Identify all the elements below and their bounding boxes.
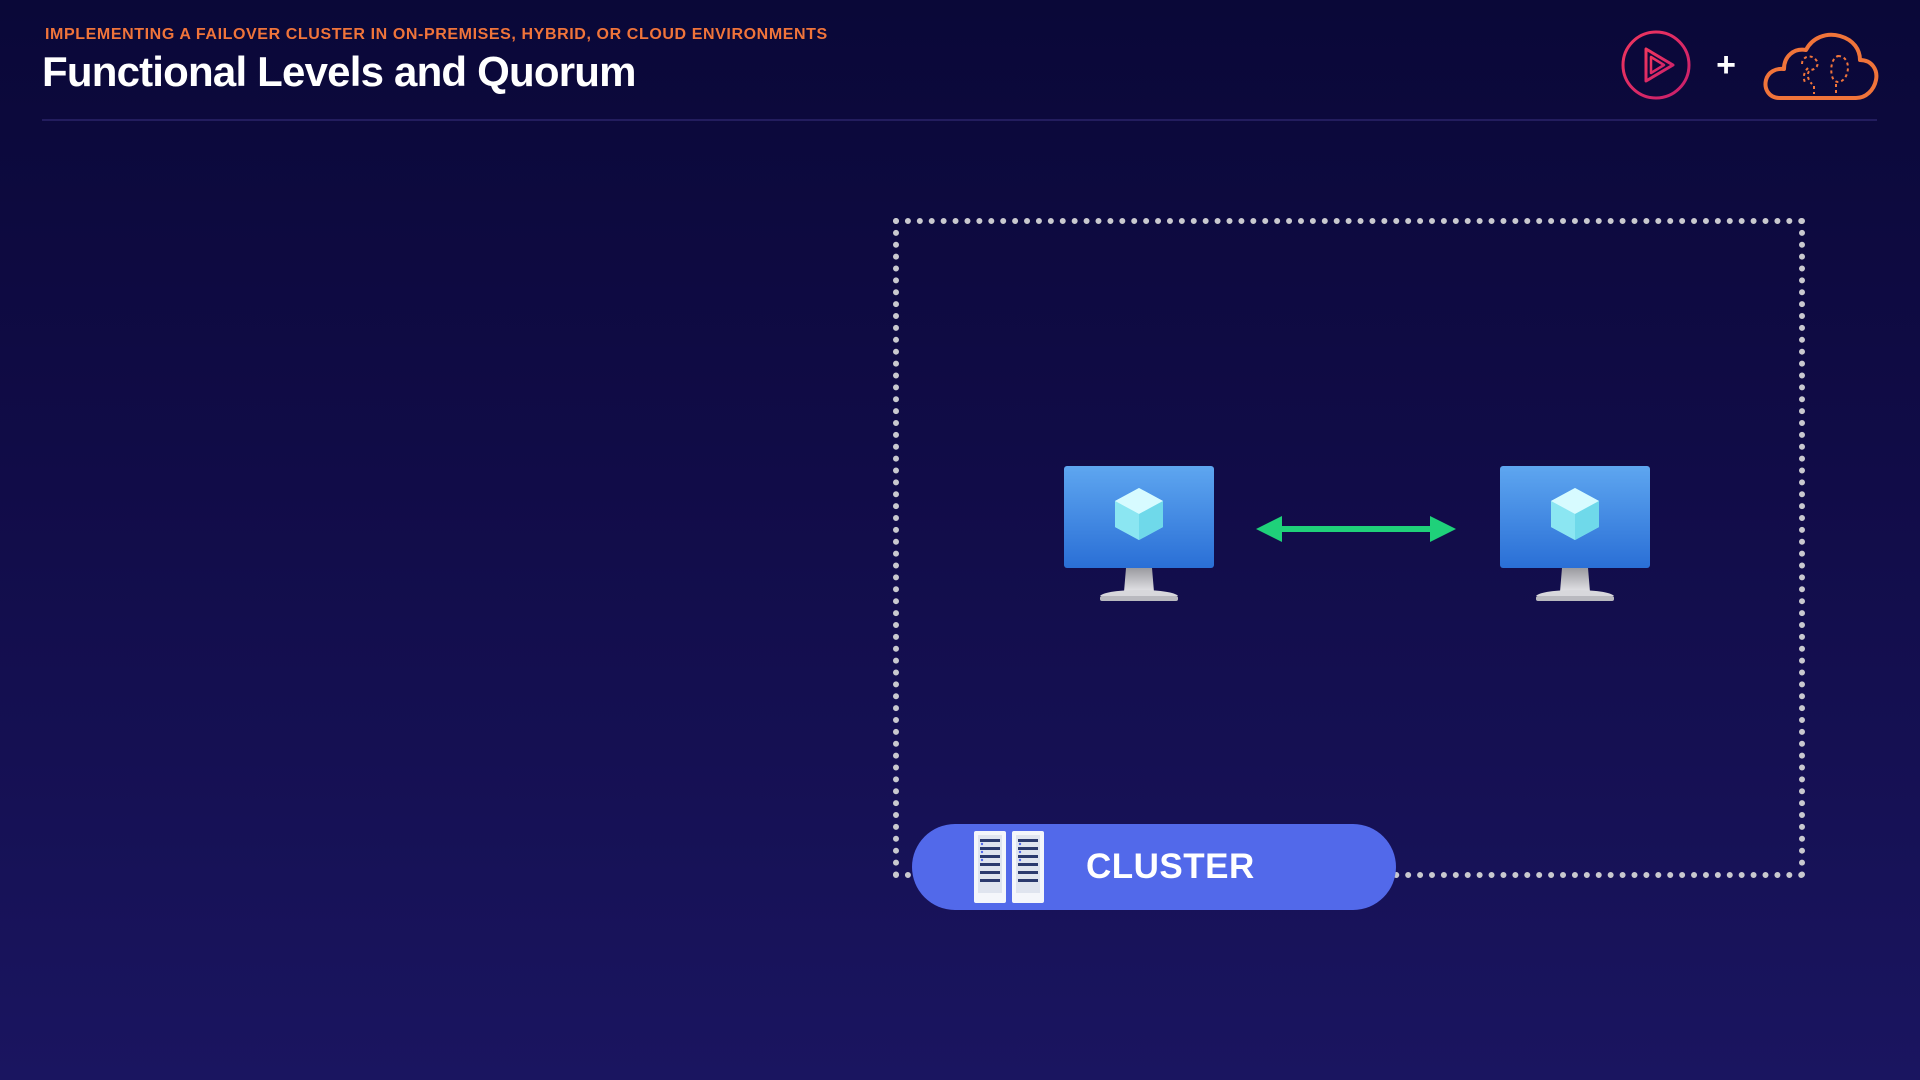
cluster-pill: CLUSTER <box>912 824 1396 910</box>
brand-separator: + <box>1716 46 1736 84</box>
brand-logos: + <box>1620 28 1880 102</box>
server-rack-icon <box>974 831 1044 903</box>
header-eyebrow: IMPLEMENTING A FAILOVER CLUSTER IN ON-PR… <box>45 26 828 43</box>
virtual-machine-monitor-icon <box>1064 466 1214 601</box>
virtual-machine-monitor-icon <box>1500 466 1650 601</box>
cluster-boundary <box>893 218 1805 878</box>
header-divider <box>42 119 1877 121</box>
bidirectional-arrow <box>1256 516 1456 542</box>
cluster-label: CLUSTER <box>1086 847 1255 886</box>
page-title: Functional Levels and Quorum <box>42 48 636 95</box>
pluralsight-play-icon <box>1621 30 1691 100</box>
cloud-brain-icon <box>1763 32 1879 100</box>
